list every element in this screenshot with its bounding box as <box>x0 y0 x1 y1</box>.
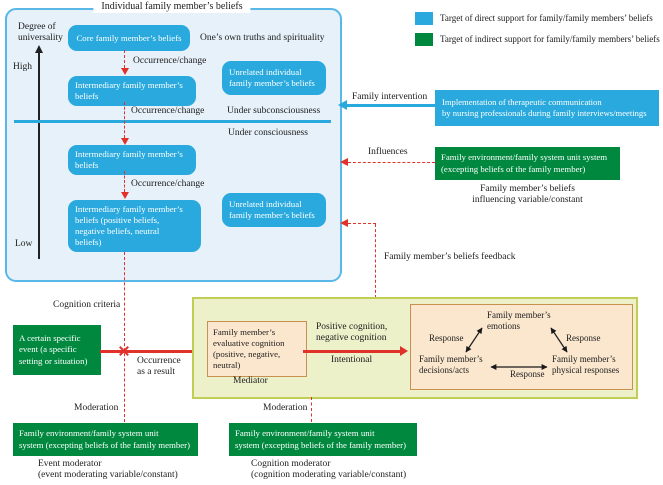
legend-indirect-label: Target of indirect support for family/fa… <box>440 34 660 44</box>
occurrence-label-2: Occurrence/change <box>131 106 205 116</box>
core-beliefs-box: Core family member’s beliefs <box>68 25 190 51</box>
axis-label: Degree of universality <box>18 22 63 44</box>
feedback-label: Family member’s beliefs feedback <box>384 252 516 262</box>
influences-arrowhead-icon <box>340 158 348 166</box>
mediator-caption: Mediator <box>233 376 268 386</box>
response-right-label: Response <box>566 333 601 343</box>
occurrence-arrow-3 <box>124 171 125 192</box>
legend-direct-label: Target of direct support for family/fami… <box>440 13 653 23</box>
legend-indirect-swatch-icon <box>415 33 433 46</box>
event-moderator-caption: Event moderator (event moderating variab… <box>38 459 178 481</box>
influences-arrow <box>348 162 435 163</box>
feedback-line-horizontal <box>348 223 376 224</box>
influence-caption: Family member’s beliefs influencing vari… <box>472 184 583 206</box>
intentional-label: Intentional <box>331 355 373 365</box>
cognition-criteria-label: Cognition criteria <box>53 300 121 310</box>
event-arrow <box>100 350 199 353</box>
legend-direct-swatch-icon <box>415 12 433 25</box>
axis-low-label: Low <box>15 239 33 249</box>
occurrence-arrow-2 <box>124 102 125 138</box>
occurrence-label-1: Occurrence/change <box>133 56 207 66</box>
physical-node: Family member’s physical responses <box>552 354 620 375</box>
mediator-box: Family member’s evaluative cognition (po… <box>207 321 307 377</box>
intervention-box: Implementation of therapeutic communicat… <box>435 90 659 126</box>
cognition-arrowhead-icon <box>400 346 408 356</box>
feedback-arrowhead-icon <box>340 219 348 227</box>
cognition-moderator-caption: Cognition moderator (cognition moderatin… <box>251 459 407 481</box>
universality-axis <box>38 51 40 259</box>
occurrence-result-label: Occurrence as a result <box>137 356 181 378</box>
unrelated-beliefs-box-2: Unrelated individual family member’s bel… <box>222 193 326 227</box>
intermediary-beliefs-box-2: Intermediary family member’s beliefs <box>68 145 196 175</box>
feedback-line-vertical <box>375 224 376 298</box>
truths-note: One’s own truths and spirituality <box>200 33 325 43</box>
response-cycle-box: Family member’s emotions Response Respon… <box>410 304 633 390</box>
intermediary-beliefs-box-3: Intermediary family member’s beliefs (po… <box>68 200 201 252</box>
emotions-node: Family member’s emotions <box>487 310 551 331</box>
cognition-arrow-top-label: Positive cognition, negative cognition <box>316 322 388 344</box>
response-left-label: Response <box>429 333 464 343</box>
consciousness-label: Under consciousness <box>228 128 308 138</box>
decisions-node: Family member’s decisions/acts <box>419 354 483 375</box>
cognition-criteria-line <box>124 252 125 422</box>
occurrence-arrowhead-1-icon <box>121 68 129 75</box>
occurrence-arrow-1 <box>124 50 125 68</box>
axis-arrowhead-icon <box>35 45 43 53</box>
event-moderator-box: Family environment/family system unit sy… <box>13 423 198 456</box>
response-bottom-label: Response <box>510 369 545 379</box>
subconsciousness-label: Under subconsciousness <box>227 106 321 116</box>
response-cycle-arrows <box>465 327 568 370</box>
axis-high-label: High <box>13 62 32 72</box>
intermediary-beliefs-box-1: Intermediary family member’s beliefs <box>68 76 196 106</box>
moderation-label-event: Moderation <box>74 403 119 413</box>
beliefs-panel-title: Individual family member’s beliefs <box>93 1 251 13</box>
influences-label: Influences <box>368 147 408 157</box>
event-box: A certain specific event (a specific set… <box>13 325 101 375</box>
cognition-moderator-box: Family environment/family system unit sy… <box>229 423 417 456</box>
family-intervention-label: Family intervention <box>352 92 428 102</box>
moderation-line-cognition <box>311 397 312 422</box>
family-intervention-arrowhead-icon <box>338 100 347 110</box>
consciousness-divider <box>14 120 331 123</box>
unrelated-beliefs-box-1: Unrelated individual family member’s bel… <box>222 61 326 95</box>
occurrence-arrowhead-2-icon <box>121 138 129 145</box>
moderation-label-cognition: Moderation <box>263 403 308 413</box>
occurrence-label-3: Occurrence/change <box>131 179 205 189</box>
cognition-arrow <box>303 350 401 353</box>
influence-box: Family environment/family system unit sy… <box>435 147 620 180</box>
family-intervention-arrow <box>346 104 435 107</box>
occurrence-arrowhead-3-icon <box>121 192 129 199</box>
